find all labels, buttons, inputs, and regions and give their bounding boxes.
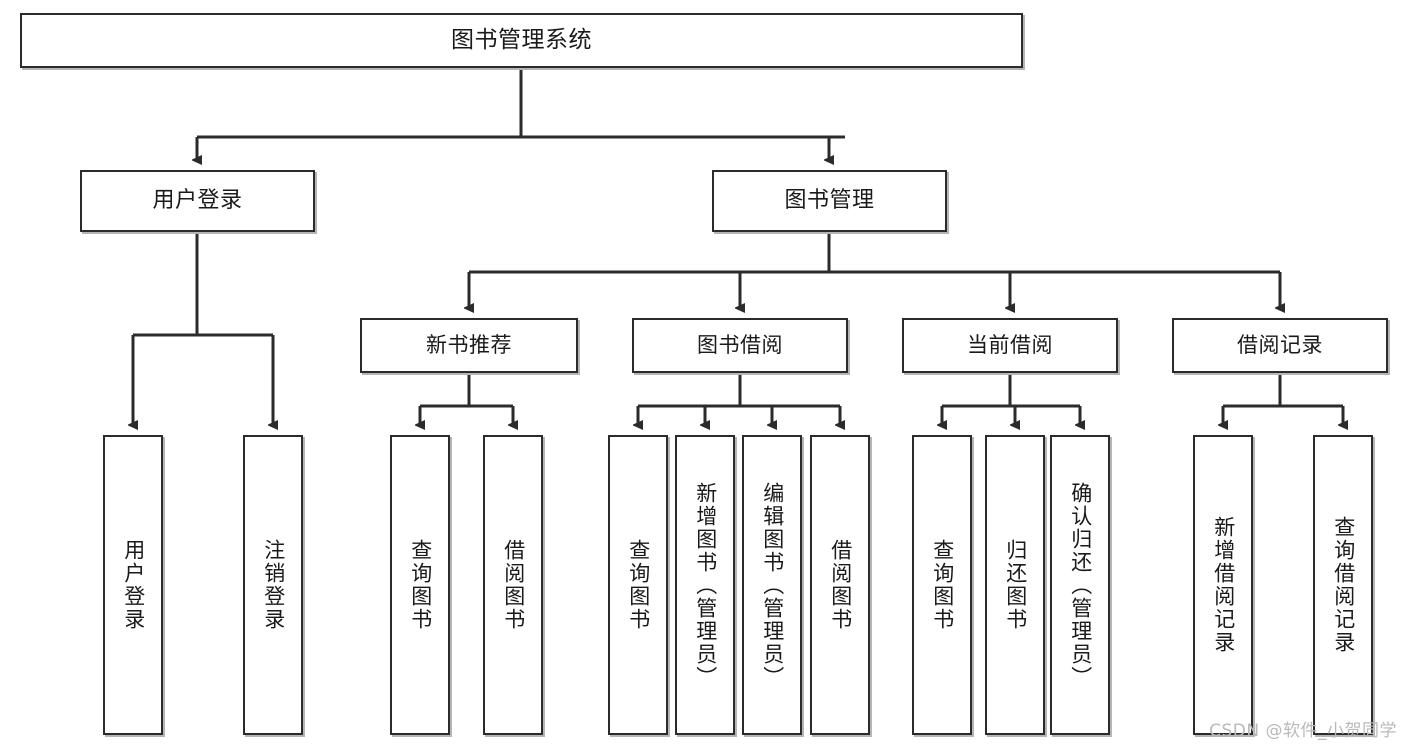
node-label: 确认归还（管理员） [1068, 481, 1093, 689]
node-label: 新增借阅记录 [1211, 516, 1236, 654]
node-label: 借阅图书 [501, 539, 526, 631]
node-root-system[interactable]: 图书管理系统 [20, 13, 1023, 68]
leaf-borrow-borrow-book[interactable]: 借阅图书 [810, 435, 870, 735]
node-label: 归还图书 [1003, 539, 1028, 631]
leaf-record-query-record[interactable]: 查询借阅记录 [1313, 435, 1373, 735]
node-borrow-record[interactable]: 借阅记录 [1172, 318, 1388, 373]
leaf-borrow-edit-book-admin[interactable]: 编辑图书（管理员） [742, 435, 802, 735]
leaf-borrow-query-book[interactable]: 查询图书 [608, 435, 668, 735]
leaf-current-return-book[interactable]: 归还图书 [985, 435, 1045, 735]
node-label: 新增图书（管理员） [693, 481, 718, 689]
node-label: 借阅记录 [1237, 333, 1323, 358]
node-label: 查询图书 [930, 539, 955, 631]
node-label: 查询借阅记录 [1331, 516, 1356, 654]
node-label: 借阅图书 [828, 539, 853, 631]
leaf-record-add-record[interactable]: 新增借阅记录 [1193, 435, 1253, 735]
node-label: 当前借阅 [967, 333, 1053, 358]
node-label: 查询图书 [626, 539, 651, 631]
leaf-user-logout[interactable]: 注销登录 [243, 435, 303, 735]
leaf-borrow-add-book-admin[interactable]: 新增图书（管理员） [675, 435, 735, 735]
node-label: 编辑图书（管理员） [760, 481, 785, 689]
node-label: 用户登录 [121, 539, 146, 631]
node-label: 图书借阅 [697, 333, 783, 358]
leaf-current-query-book[interactable]: 查询图书 [912, 435, 972, 735]
leaf-current-confirm-return-admin[interactable]: 确认归还（管理员） [1050, 435, 1110, 735]
node-current-borrow[interactable]: 当前借阅 [902, 318, 1118, 373]
node-label: 用户登录 [152, 188, 243, 214]
node-book-borrow[interactable]: 图书借阅 [632, 318, 848, 373]
node-label: 图书管理系统 [451, 26, 592, 53]
node-label: 注销登录 [261, 539, 286, 631]
leaf-user-login[interactable]: 用户登录 [103, 435, 163, 735]
node-user-login[interactable]: 用户登录 [80, 170, 315, 232]
node-new-book-recommend[interactable]: 新书推荐 [360, 318, 578, 373]
node-label: 图书管理 [784, 188, 875, 214]
leaf-recommend-borrow-book[interactable]: 借阅图书 [483, 435, 543, 735]
node-label: 查询图书 [408, 539, 433, 631]
node-label: 新书推荐 [426, 333, 512, 358]
leaf-recommend-query-book[interactable]: 查询图书 [390, 435, 450, 735]
node-book-management[interactable]: 图书管理 [712, 170, 947, 232]
watermark: CSDN @软件_小贺同学 [1209, 721, 1397, 741]
